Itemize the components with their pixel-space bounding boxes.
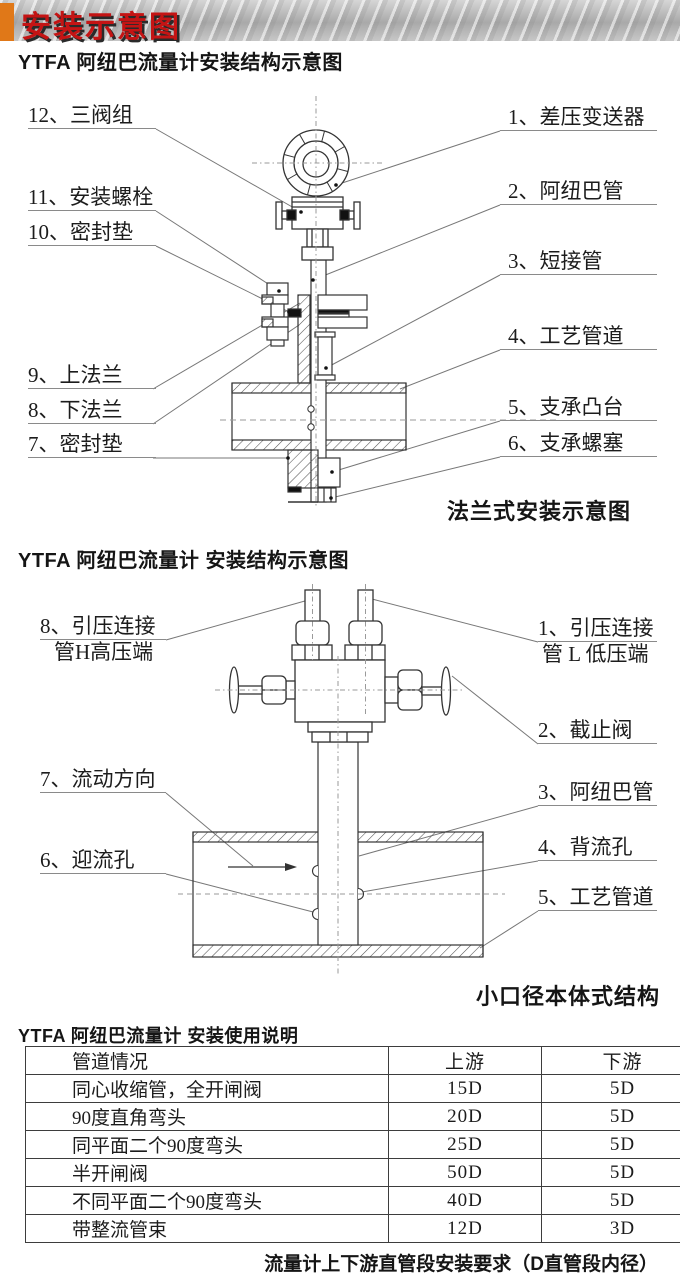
part-label-8: 8、引压连接 管H高压端 [40,614,166,665]
part-label-7: 7、流动方向 [40,767,166,793]
sensing-hole [307,423,315,431]
table-row: 90度直角弯头 20D 5D [25,1102,680,1131]
table-footer-note: 流量计上下游直管段安装要求（D直管段内径） [264,1254,658,1275]
table-row: 带整流管束 12D 3D [25,1214,680,1243]
part-label-2: 2、截止阀 [538,718,657,744]
leader-dots [277,183,338,500]
flange-assembly [261,282,368,384]
col-header-pipe-condition: 管道情况 [25,1046,389,1075]
valve-body [228,589,452,743]
short-pipe [314,331,336,381]
diagram1-title: YTFA 阿纽巴流量计安装结构示意图 [18,52,343,74]
col-header-downstream: 下游 [541,1046,680,1075]
centerlines [178,584,505,975]
three-valve-manifold [275,196,361,261]
part-label-11: 11、安装螺栓 [28,185,156,211]
part-label-6: 6、支承螺塞 [500,431,657,457]
flow-arrow [228,863,297,871]
support-boss [287,449,341,503]
part-label-1: 1、差压变送器 [500,105,657,131]
diagram1-caption: 法兰式安装示意图 [447,499,632,524]
table-row: 同心收缩管，全开闸阀 15D 5D [25,1074,680,1103]
part-label-4: 4、背流孔 [538,835,657,861]
part-label-2: 2、阿纽巴管 [500,179,657,205]
part-label-3: 3、短接管 [500,249,657,275]
part-label-3: 3、阿纽巴管 [538,780,657,806]
part-label-8: 8、下法兰 [28,398,156,424]
leader-lines [152,128,501,499]
table-title: YTFA 阿纽巴流量计 安装使用说明 [18,1026,299,1046]
part-label-4: 4、工艺管道 [500,324,657,350]
part-label-9: 9、上法兰 [28,363,156,389]
table-header-row: 管道情况 上游 下游 [25,1046,680,1075]
part-label-1: 1、引压连接 管 L 低压端 [538,616,657,667]
integral-body-diagram [165,584,539,975]
table-row: 不同平面二个90度弯头 40D 5D [25,1186,680,1215]
col-header-upstream: 上游 [388,1046,542,1075]
part-label-5: 5、支承凸台 [500,395,657,421]
part-label-7: 7、密封垫 [28,432,156,458]
section-header-band: 安装示意图 [0,0,680,44]
page-title: 安装示意图 [21,11,181,44]
diagram2-title: YTFA 阿纽巴流量计 安装结构示意图 [18,550,349,572]
diagram2-caption: 小口径本体式结构 [476,984,661,1009]
part-label-10: 10、密封垫 [28,220,156,246]
part-label-5: 5、工艺管道 [538,885,657,911]
part-label-12: 12、三阀组 [28,103,156,129]
table-row: 半开闸阀 50D 5D [25,1158,680,1187]
sensing-hole [307,405,315,413]
flange-installation-diagram [152,96,556,508]
table-row: 同平面二个90度弯头 25D 5D [25,1130,680,1159]
straight-run-table: 管道情况 上游 下游 同心收缩管，全开闸阀 15D 5D 90度直角弯头 20D… [25,1046,680,1243]
part-label-6: 6、迎流孔 [40,848,166,874]
leader-lines [165,598,539,949]
orange-accent-block [0,3,14,41]
